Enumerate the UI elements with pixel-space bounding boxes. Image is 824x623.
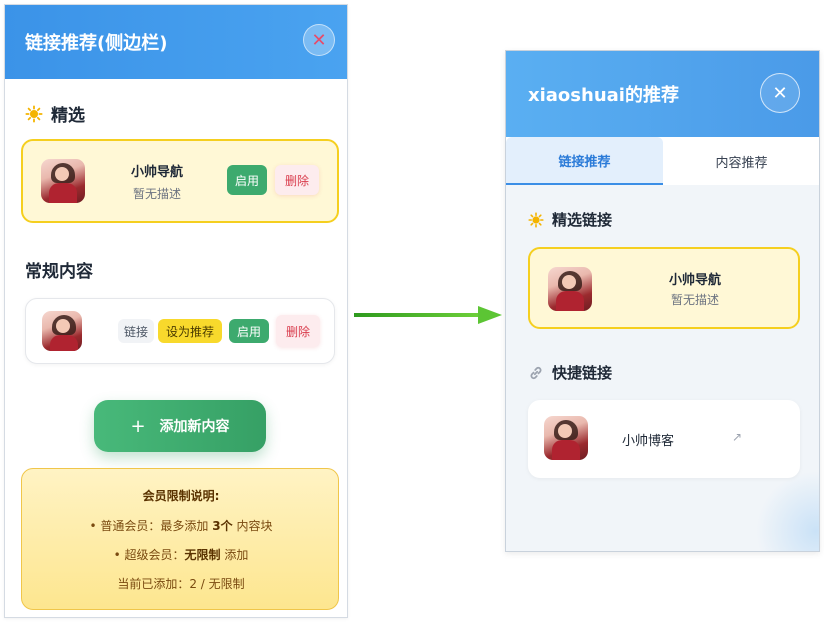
sidebar-editor-panel: 链接推荐(侧边栏) ✕ 精选 小帅导航 暂无描述 启用 删除 常规内容 (4, 4, 348, 618)
link-icon (530, 366, 542, 379)
avatar (548, 267, 592, 311)
item-name: 小帅导航 (130, 165, 183, 180)
preview-title: xiaoshuai的推荐 (528, 85, 679, 106)
featured-links-title: 精选链接 (552, 211, 613, 229)
type-badge: 链接 (118, 319, 154, 343)
item-description: 暂无描述 (670, 293, 719, 307)
featured-section-title: 精选 (51, 106, 85, 126)
sun-icon (528, 211, 544, 228)
delete-button[interactable]: 删除 (276, 315, 320, 347)
membership-notice: 会员限制说明: • 普通会员：最多添加 3个 内容块 • 超级会员：无限制 添加… (21, 468, 339, 610)
panel-title: 链接推荐(侧边栏) (25, 33, 168, 54)
avatar (41, 159, 85, 203)
notice-line-regular: • 普通会员：最多添加 3个 内容块 (89, 519, 273, 533)
avatar (544, 416, 588, 460)
close-button[interactable]: ✕ (760, 73, 800, 113)
add-content-button[interactable]: + 添加新内容 (94, 400, 266, 452)
regular-section-heading: 常规内容 (25, 257, 93, 282)
featured-link-card[interactable]: 小帅导航 暂无描述 (528, 247, 800, 329)
quick-links-title: 快捷链接 (552, 364, 613, 382)
featured-item-card: 小帅导航 暂无描述 启用 删除 (21, 139, 339, 223)
tab-bar: 链接推荐 内容推荐 (506, 137, 819, 185)
enable-button[interactable]: 启用 (229, 319, 269, 343)
avatar (42, 311, 82, 351)
sidebar-preview-panel: xiaoshuai的推荐 ✕ 链接推荐 内容推荐 精选链接 小帅导航 暂无描述 (505, 50, 820, 552)
delete-button[interactable]: 删除 (275, 165, 319, 195)
background-glow (756, 471, 819, 551)
tab-content-recommend[interactable]: 内容推荐 (715, 155, 768, 171)
enable-button[interactable]: 启用 (227, 165, 267, 195)
notice-current-count: 当前已添加：2 / 无限制 (117, 577, 245, 591)
item-name: 小帅博客 (621, 434, 674, 449)
close-icon: ✕ (772, 82, 788, 104)
external-link-icon: ↗ (732, 430, 743, 444)
close-button[interactable]: ✕ (303, 24, 335, 56)
panel-header: 链接推荐(侧边栏) ✕ (5, 5, 347, 79)
item-name: 小帅导航 (668, 273, 721, 288)
sun-icon (25, 104, 43, 123)
add-content-label: 添加新内容 (159, 419, 230, 435)
regular-section-title: 常规内容 (25, 262, 93, 282)
tab-link-recommend[interactable]: 链接推荐 (506, 137, 663, 185)
arrow-right-icon (354, 306, 502, 324)
set-recommend-button[interactable]: 设为推荐 (158, 319, 222, 343)
featured-section-heading: 精选 (25, 101, 85, 126)
plus-icon: + (130, 415, 146, 437)
regular-item-card: 链接 设为推荐 启用 删除 (25, 298, 335, 364)
close-icon: ✕ (311, 29, 327, 51)
quick-links-heading: 快捷链接 (528, 362, 612, 383)
quick-link-card[interactable]: 小帅博客 ↗ (528, 400, 800, 478)
notice-line-super: • 超级会员：无限制 添加 (113, 548, 249, 562)
notice-title: 会员限制说明: (142, 489, 220, 503)
preview-header: xiaoshuai的推荐 ✕ (506, 51, 819, 137)
featured-links-heading: 精选链接 (528, 209, 612, 230)
item-description: 暂无描述 (132, 187, 181, 201)
